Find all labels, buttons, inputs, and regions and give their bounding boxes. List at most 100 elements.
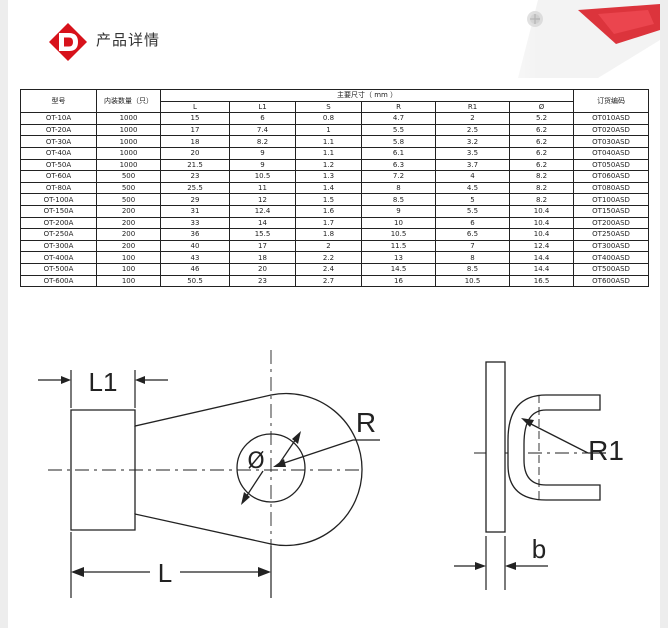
cell-code: OT400ASD — [573, 251, 650, 264]
cell-qty: 200 — [96, 216, 161, 230]
cell-s: 1.3 — [295, 170, 362, 183]
col-header-R1: R1 — [435, 100, 510, 114]
cell-d: 12.4 — [508, 239, 575, 253]
cell-l: 20 — [160, 146, 230, 160]
cell-d: 8.2 — [508, 193, 575, 206]
cell-l: 50.5 — [160, 274, 230, 288]
cell-r: 5.8 — [361, 135, 436, 148]
col-header-main-dims: 主要尺寸（ mm ） — [159, 89, 575, 102]
cell-d: 5.2 — [508, 112, 575, 125]
cell-d: 8.2 — [508, 170, 575, 183]
cell-r1: 7 — [435, 239, 510, 253]
cell-r1: 5.5 — [435, 204, 510, 218]
cell-model: OT-400A — [20, 251, 97, 264]
cell-d: 6.2 — [508, 158, 575, 172]
cell-code: OT020ASD — [573, 123, 650, 137]
cell-model: OT-300A — [20, 239, 97, 253]
col-header-R: R — [361, 100, 436, 114]
cell-code: OT300ASD — [573, 239, 650, 253]
cell-r1: 8 — [435, 251, 510, 264]
cell-model: OT-50A — [20, 158, 97, 172]
cell-r: 4.7 — [361, 112, 436, 125]
cell-r1: 10.5 — [435, 274, 510, 288]
spec-table: 型号 内装数量（只） 主要尺寸（ mm ） 订货编码 L L1 S R R1 Ø… — [20, 88, 650, 288]
cell-d: 10.4 — [508, 216, 575, 230]
cell-code: OT030ASD — [573, 135, 650, 148]
dimension-R1 — [521, 418, 606, 454]
cell-qty: 100 — [96, 251, 161, 264]
cell-r1: 3.5 — [435, 146, 510, 160]
cell-r1: 3.7 — [435, 158, 510, 172]
cell-l1: 17 — [229, 239, 296, 253]
label-R1: R1 — [588, 435, 624, 466]
cell-l: 40 — [160, 239, 230, 253]
cell-l1: 15.5 — [229, 228, 296, 241]
cell-model: OT-20A — [20, 123, 97, 137]
cell-qty: 200 — [96, 204, 161, 218]
cell-d: 14.4 — [508, 251, 575, 264]
cell-l: 15 — [160, 112, 230, 125]
cell-r1: 8.5 — [435, 262, 510, 276]
dimension-L1 — [38, 370, 168, 408]
cell-s: 1.1 — [295, 135, 362, 148]
cell-l1: 18 — [229, 251, 296, 264]
section-title: 产品详情 — [96, 31, 161, 49]
brand-logo-icon — [49, 23, 87, 61]
terminal-dimension-drawing: L1 L R Ø — [38, 350, 624, 598]
cell-qty: 1000 — [96, 123, 161, 137]
cell-r: 5.5 — [361, 123, 436, 137]
col-header-L1: L1 — [229, 100, 296, 114]
label-L: L — [158, 558, 172, 588]
cell-r: 10.5 — [361, 228, 436, 241]
cell-l1: 12 — [229, 193, 296, 206]
cell-qty: 100 — [96, 274, 161, 288]
cell-code: OT500ASD — [573, 262, 650, 276]
cell-s: 2 — [295, 239, 362, 253]
cell-l1: 9 — [229, 146, 296, 160]
decorative-product-banner — [478, 0, 660, 78]
cell-qty: 1000 — [96, 146, 161, 160]
cell-l1: 14 — [229, 216, 296, 230]
cell-qty: 200 — [96, 239, 161, 253]
cell-code: OT200ASD — [573, 216, 650, 230]
cell-s: 1.1 — [295, 146, 362, 160]
cell-l: 43 — [160, 251, 230, 264]
cell-model: OT-10A — [20, 112, 97, 125]
cell-s: 0.8 — [295, 112, 362, 125]
dimension-R — [241, 431, 380, 505]
cell-r: 13 — [361, 251, 436, 264]
cell-l1: 23 — [229, 274, 296, 288]
cell-r: 16 — [361, 274, 436, 288]
cell-r: 6.3 — [361, 158, 436, 172]
product-detail-page: 产品详情 型号 内装 — [8, 0, 660, 628]
cell-s: 1.6 — [295, 204, 362, 218]
cell-r1: 2.5 — [435, 123, 510, 137]
cell-r1: 6 — [435, 216, 510, 230]
cell-qty: 500 — [96, 170, 161, 183]
cell-l: 31 — [160, 204, 230, 218]
cell-l: 25.5 — [160, 181, 230, 195]
cell-model: OT-30A — [20, 135, 97, 148]
cell-l1: 11 — [229, 181, 296, 195]
cell-code: OT060ASD — [573, 170, 650, 183]
label-R: R — [356, 407, 376, 438]
label-L-backdrop — [150, 558, 180, 588]
cell-s: 2.7 — [295, 274, 362, 288]
cell-l: 29 — [160, 193, 230, 206]
cell-d: 6.2 — [508, 135, 575, 148]
cell-model: OT-500A — [20, 262, 97, 276]
cell-r: 11.5 — [361, 239, 436, 253]
cell-r1: 3.2 — [435, 135, 510, 148]
cell-l: 21.5 — [160, 158, 230, 172]
cell-s: 2.4 — [295, 262, 362, 276]
cell-model: OT-250A — [20, 228, 97, 241]
col-header-L: L — [160, 100, 230, 114]
cell-r1: 2 — [435, 112, 510, 125]
cell-s: 1.8 — [295, 228, 362, 241]
